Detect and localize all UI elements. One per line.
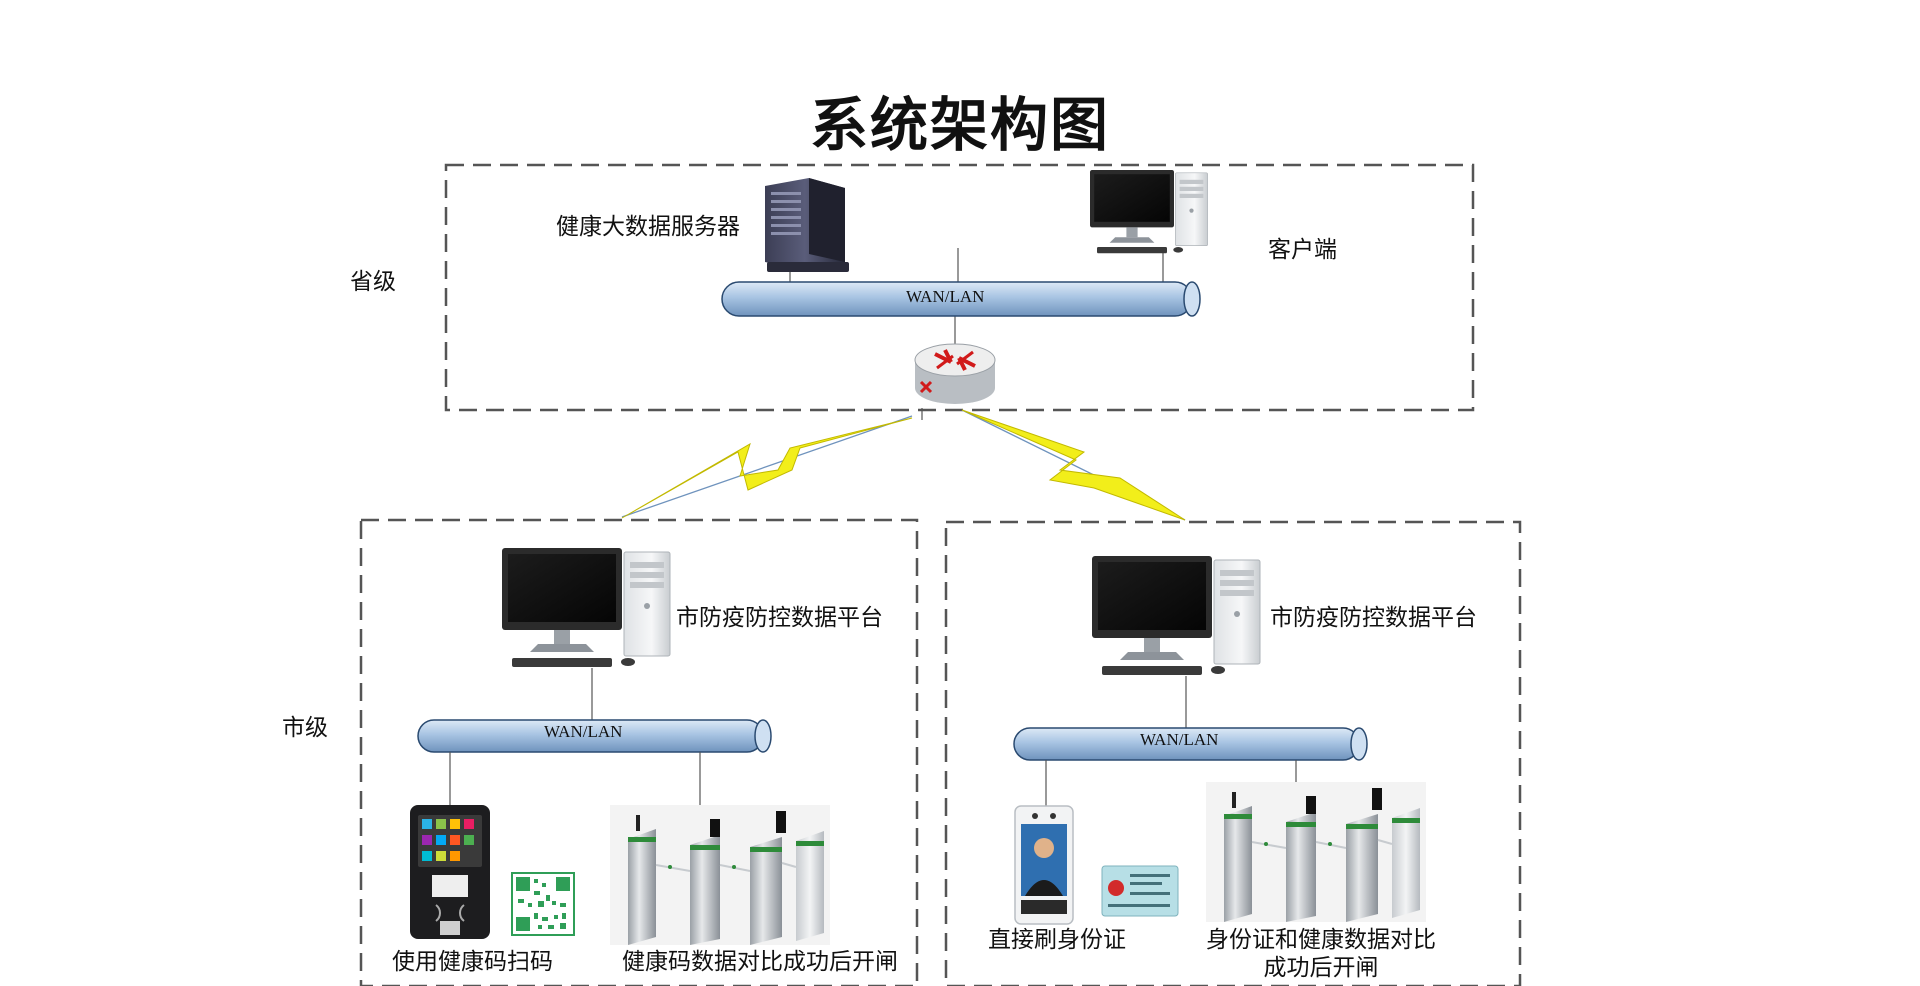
router-icon bbox=[914, 343, 996, 404]
right-device1-label: 直接刷身份证 bbox=[988, 927, 1126, 953]
wireless-link-left bbox=[621, 415, 913, 519]
server-tower-icon bbox=[765, 178, 849, 272]
province-network-pipe bbox=[721, 281, 1201, 317]
qr-code-icon bbox=[511, 872, 575, 936]
right-turnstile-gate-icon bbox=[1205, 781, 1427, 923]
right-device2-label-line2: 成功后开闸 bbox=[1263, 955, 1379, 981]
city-level-label: 市级 bbox=[282, 715, 328, 741]
province-level-label: 省级 bbox=[350, 269, 396, 295]
right-platform-computer-icon bbox=[1091, 555, 1261, 676]
client-computer-icon bbox=[1089, 169, 1208, 254]
wireless-link-right bbox=[961, 409, 1186, 521]
right-city-network-pipe bbox=[1013, 727, 1368, 761]
city-region-right bbox=[944, 520, 1522, 986]
right-device2-label-line1: 身份证和健康数据对比 bbox=[1206, 927, 1436, 953]
left-turnstile-gate-icon bbox=[609, 804, 831, 946]
client-label: 客户端 bbox=[1268, 237, 1337, 263]
province-network-label: WAN/LAN bbox=[906, 287, 985, 306]
health-code-scanner-icon bbox=[410, 805, 490, 939]
server-label: 健康大数据服务器 bbox=[556, 214, 740, 240]
right-platform-label: 市防疫防控数据平台 bbox=[1270, 605, 1477, 631]
left-city-network-pipe bbox=[417, 719, 772, 753]
city-region-left bbox=[359, 518, 919, 986]
province-region bbox=[444, 163, 1475, 412]
left-device2-label: 健康码数据对比成功后开闸 bbox=[622, 949, 898, 975]
face-recognition-terminal-icon bbox=[1014, 805, 1074, 925]
id-card-icon bbox=[1101, 865, 1179, 917]
left-device1-label: 使用健康码扫码 bbox=[392, 949, 553, 975]
right-network-label: WAN/LAN bbox=[1140, 730, 1219, 749]
left-network-label: WAN/LAN bbox=[544, 722, 623, 741]
left-platform-label: 市防疫防控数据平台 bbox=[676, 605, 883, 631]
diagram-title: 系统架构图 bbox=[809, 91, 1110, 159]
left-platform-computer-icon bbox=[501, 547, 671, 668]
